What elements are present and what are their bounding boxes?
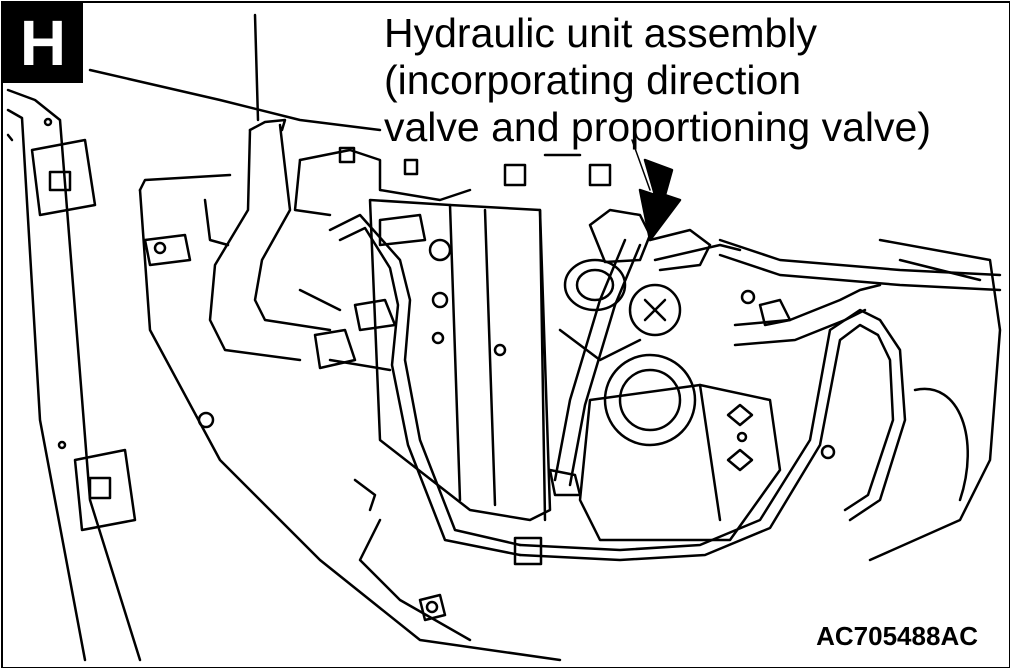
right-pipes <box>718 238 1002 562</box>
section-label-badge: H <box>3 3 83 83</box>
body-panel <box>6 88 215 662</box>
lower-brake-line <box>513 308 907 566</box>
mounting-bracket <box>293 146 472 217</box>
fittings <box>353 153 612 512</box>
inner-apron <box>88 13 562 662</box>
figure-id-label: AC705488AC <box>816 621 978 651</box>
component-callout: Hydraulic unit assembly (incorporating d… <box>384 10 931 151</box>
hydraulic-unit-body <box>368 198 552 522</box>
brake-lines-left <box>298 213 522 557</box>
lower-bracket <box>578 383 782 542</box>
callout-line-1: Hydraulic unit assembly <box>384 10 817 56</box>
callout-arrow <box>631 139 682 242</box>
vertical-hose <box>203 118 332 362</box>
callout-line-3: valve and proportioning valve) <box>384 104 931 150</box>
callout-line-2: (incorporating direction <box>384 57 802 103</box>
